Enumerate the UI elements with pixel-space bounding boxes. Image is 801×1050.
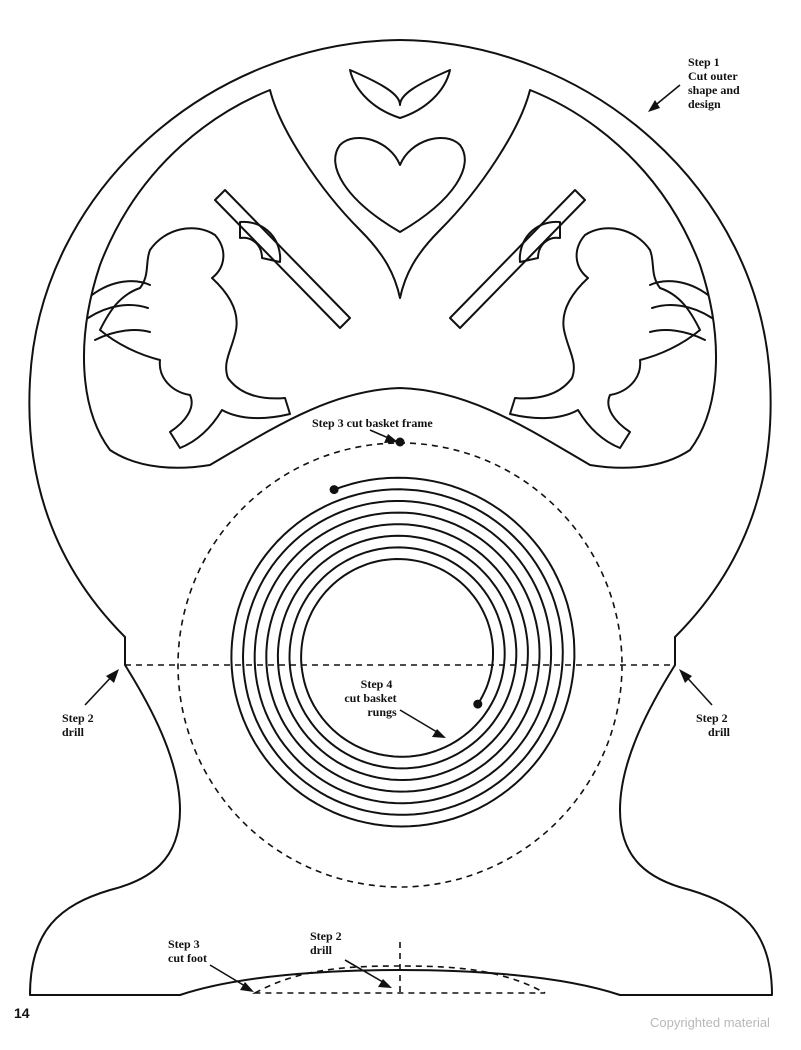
step2-bottom-arrow xyxy=(344,959,392,988)
top-leaf-cutout xyxy=(349,69,451,119)
step2-right-arrow xyxy=(679,669,713,706)
step3-foot-label: Step 3 cut foot xyxy=(168,937,207,965)
spiral-start-point xyxy=(329,485,339,495)
step2-left-arrow xyxy=(84,669,119,706)
spiral-end-point xyxy=(473,699,483,709)
step1-arrow xyxy=(648,84,681,112)
page-number: 14 xyxy=(14,1005,30,1021)
step3-frame-label: Step 3 cut basket frame xyxy=(312,416,433,430)
outer-outline xyxy=(28,39,773,996)
basket-frame-start-point xyxy=(395,437,405,447)
basket-rungs-spiral xyxy=(230,476,576,828)
left-cherub xyxy=(87,189,351,449)
foot-cut-dashed xyxy=(251,965,549,994)
inner-window xyxy=(83,89,717,469)
step3-foot-arrow xyxy=(209,964,254,992)
step2-left-label: Step 2 drill xyxy=(62,711,97,739)
step2-bottom-label: Step 2 drill xyxy=(310,929,345,957)
copyright-watermark: Copyrighted material xyxy=(650,1015,770,1030)
step2-right-label: Step 2 drill xyxy=(696,711,731,739)
step3-frame-arrow xyxy=(369,429,398,443)
heart-cutout xyxy=(334,136,466,233)
step4-label: Step 4 cut basket rungs xyxy=(344,677,399,719)
right-cherub xyxy=(449,189,713,449)
step4-arrow xyxy=(399,709,446,738)
step1-label: Step 1 Cut outer shape and design xyxy=(688,55,743,111)
